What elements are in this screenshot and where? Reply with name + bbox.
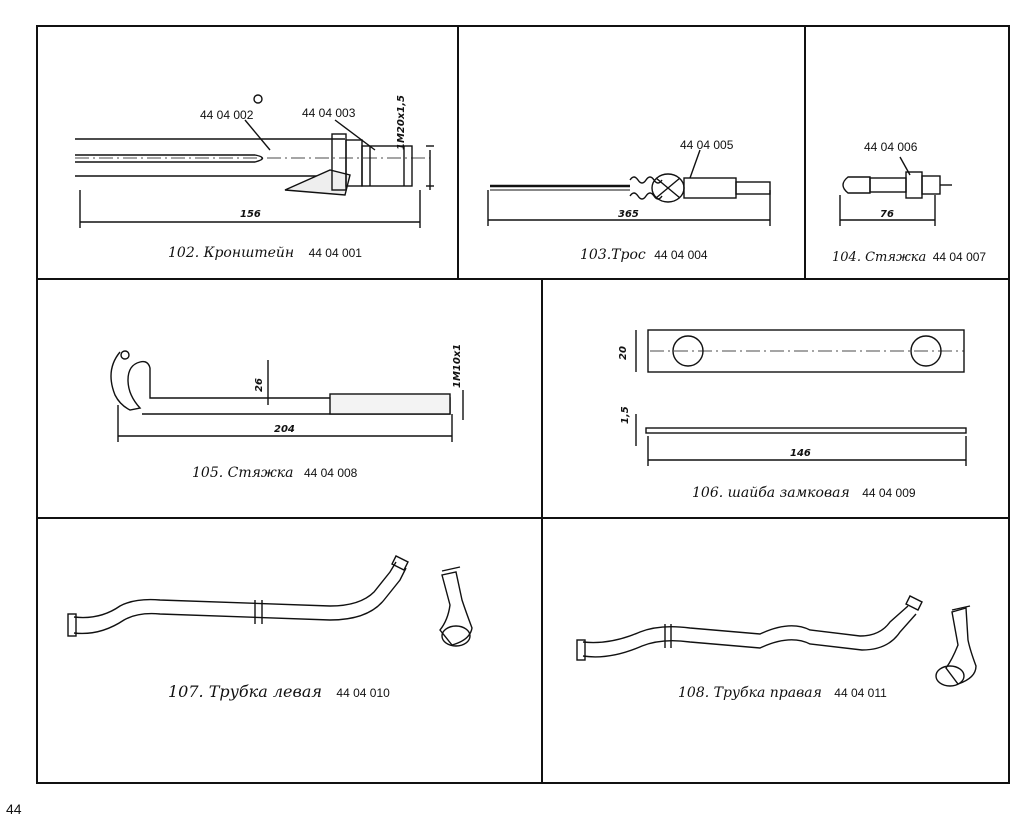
bracket-102-drawing (75, 94, 434, 228)
dim-106-thickness: 1,5 (620, 406, 631, 424)
dim-105-thread: 1M10x1 (452, 343, 463, 388)
part-44-04-003: 44 04 003 (302, 106, 356, 120)
part-44-04-002: 44 04 002 (200, 108, 254, 122)
panel-title: 104. Стяжка (832, 250, 927, 265)
catalog-number: 44 04 008 (303, 466, 358, 480)
dim-106-length: 146 (790, 448, 811, 459)
dim-105-length: 204 (274, 424, 295, 435)
catalog-number: 44 04 009 (862, 486, 916, 500)
tie-105-drawing (110, 350, 464, 442)
dim-102-length: 156 (240, 209, 261, 220)
cable-103-drawing (487, 149, 771, 226)
tube-107-drawing (67, 555, 473, 647)
catalog-number: 44 04 004 (654, 248, 708, 262)
part-44-04-006: 44 04 006 (864, 140, 918, 154)
panel-title: 102. Кронштейн (168, 245, 295, 261)
panel-title: 105. Стяжка (192, 465, 294, 481)
part-44-04-005: 44 04 005 (680, 138, 734, 152)
panel-title: 106. шайба замковая (692, 485, 850, 501)
catalog-number: 44 04 001 (308, 246, 362, 260)
catalog-number: 44 04 011 (834, 686, 887, 700)
dim-104-length: 76 (880, 209, 894, 220)
panel-grid (36, 25, 1010, 784)
panel-105-caption: 105. Стяжка 44 04 008 (192, 464, 357, 482)
dim-106-width: 20 (618, 346, 629, 360)
panel-104-caption: 104. Стяжка 44 04 007 (832, 248, 986, 266)
catalog-number: 44 04 007 (932, 250, 987, 264)
dim-102-thread: 1M20x1,5 (396, 95, 407, 150)
panel-title: 107. Трубка левая (168, 682, 322, 701)
catalog-number: 44 04 010 (336, 686, 390, 700)
dim-105-height: 26 (254, 378, 265, 392)
tube-108-drawing (576, 595, 977, 687)
panel-106-caption: 106. шайба замковая 44 04 009 (692, 484, 916, 502)
panel-102-caption: 102. Кронштейн 44 04 001 (168, 244, 362, 262)
panel-107-caption: 107. Трубка левая 44 04 010 (168, 682, 390, 702)
panel-108-caption: 108. Трубка правая 44 04 011 (678, 684, 887, 702)
page-number: 44 (6, 801, 22, 817)
panel-title: 103.Трос (580, 247, 646, 263)
dim-103-length: 365 (618, 209, 639, 220)
panel-103-caption: 103.Трос 44 04 004 (580, 246, 708, 264)
tie-104-drawing (839, 156, 952, 226)
panel-title: 108. Трубка правая (678, 685, 822, 701)
washer-106-drawing (635, 329, 967, 466)
